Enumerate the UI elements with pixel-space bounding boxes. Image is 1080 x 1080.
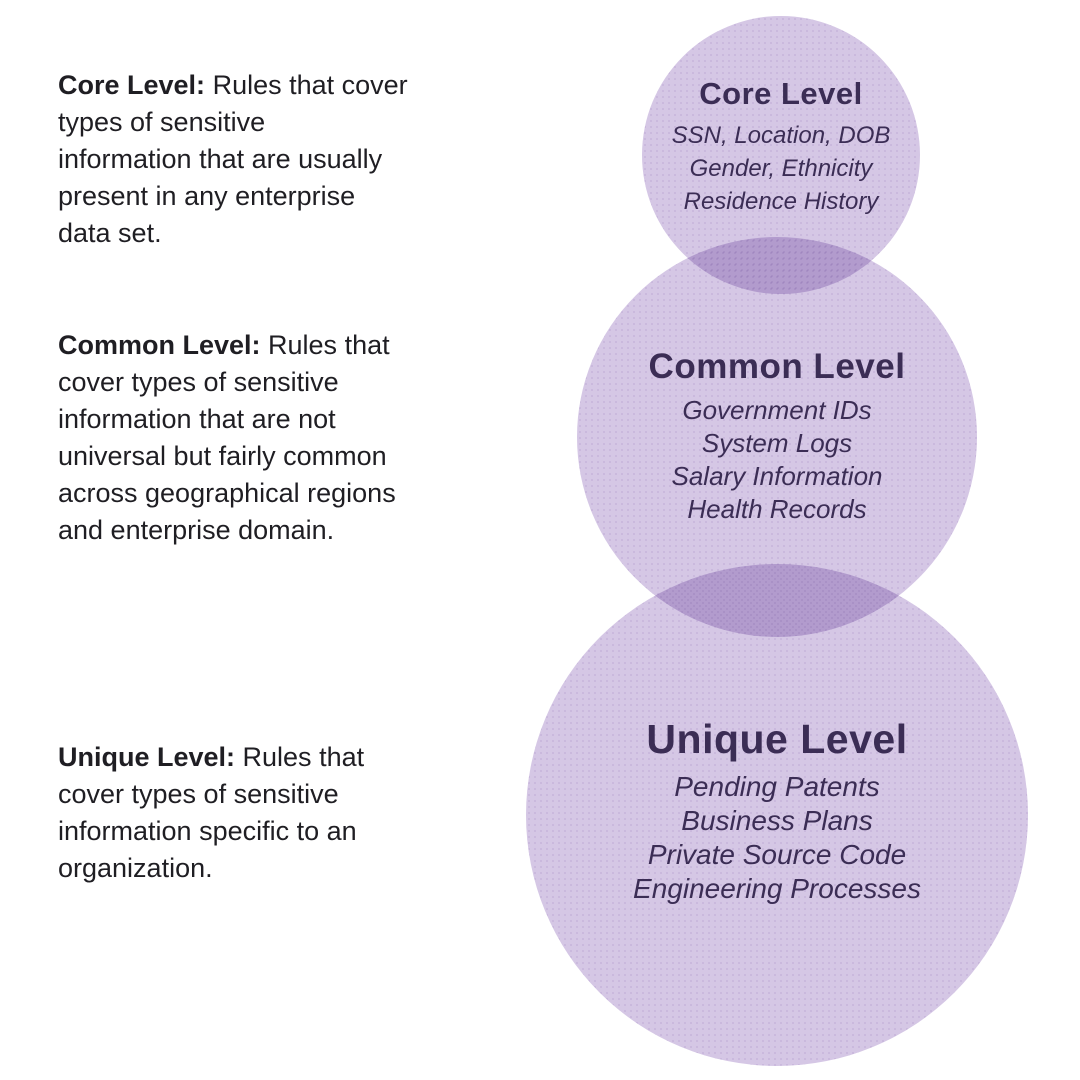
core-level-items: SSN, Location, DOB Gender, Ethnicity Res… bbox=[672, 119, 891, 218]
unique-level-item: Pending Patents bbox=[674, 771, 880, 802]
description-text: Rules that bbox=[235, 742, 365, 772]
common-level-item: Salary Information bbox=[671, 461, 883, 491]
description-line: Unique Level: Rules that bbox=[58, 739, 488, 776]
common-level-item: System Logs bbox=[701, 428, 853, 458]
unique-level-title: Unique Level bbox=[646, 716, 908, 762]
core-level-bold-label: Core Level: bbox=[58, 70, 206, 100]
core-level-label-group: Core Level SSN, Location, DOB Gender, Et… bbox=[672, 76, 891, 218]
common-level-items: Government IDs System Logs Salary Inform… bbox=[649, 394, 906, 526]
core-level-item: Residence History bbox=[683, 188, 879, 215]
description-line: information specific to an bbox=[58, 816, 357, 846]
description-line: data set. bbox=[58, 218, 162, 248]
common-level-item: Health Records bbox=[687, 494, 867, 524]
common-level-circle bbox=[577, 237, 977, 637]
description-text: Rules that cover bbox=[205, 70, 408, 100]
description-line: across geographical regions bbox=[58, 478, 396, 508]
description-line: information that are usually bbox=[58, 144, 383, 174]
common-level-label-group: Common Level Government IDs System Logs … bbox=[649, 346, 906, 526]
description-line: Core Level: Rules that cover bbox=[58, 67, 488, 104]
description-line: information that are not bbox=[58, 404, 336, 434]
unique-level-label-group: Unique Level Pending Patents Business Pl… bbox=[633, 714, 921, 906]
unique-level-bold-label: Unique Level: bbox=[58, 742, 236, 772]
unique-level-items: Pending Patents Business Plans Private S… bbox=[633, 770, 921, 906]
common-level-item: Government IDs bbox=[682, 395, 872, 425]
unique-level-circle bbox=[526, 564, 1028, 1066]
description-line: organization. bbox=[58, 853, 213, 883]
unique-level-item: Engineering Processes bbox=[633, 873, 921, 904]
common-level-bold-label: Common Level: bbox=[58, 330, 261, 360]
common-level-description: Common Level: Rules that cover types of … bbox=[58, 327, 488, 549]
common-level-title: Common Level bbox=[648, 347, 906, 386]
unique-level-description: Unique Level: Rules that cover types of … bbox=[58, 739, 488, 887]
core-level-description: Core Level: Rules that cover types of se… bbox=[58, 67, 488, 252]
core-level-item: Gender, Ethnicity bbox=[689, 155, 873, 182]
core-level-item: SSN, Location, DOB bbox=[671, 122, 891, 149]
description-line: cover types of sensitive bbox=[58, 367, 339, 397]
description-line: Common Level: Rules that bbox=[58, 327, 488, 364]
unique-level-item: Business Plans bbox=[681, 805, 873, 836]
description-line: cover types of sensitive bbox=[58, 779, 339, 809]
description-line: and enterprise domain. bbox=[58, 515, 335, 545]
description-text: Rules that bbox=[260, 330, 390, 360]
unique-level-item: Private Source Code bbox=[647, 839, 907, 870]
core-level-title: Core Level bbox=[699, 76, 863, 111]
description-line: present in any enterprise bbox=[58, 181, 356, 211]
description-line: universal but fairly common bbox=[58, 441, 387, 471]
description-line: types of sensitive bbox=[58, 107, 266, 137]
core-level-circle bbox=[642, 16, 920, 294]
